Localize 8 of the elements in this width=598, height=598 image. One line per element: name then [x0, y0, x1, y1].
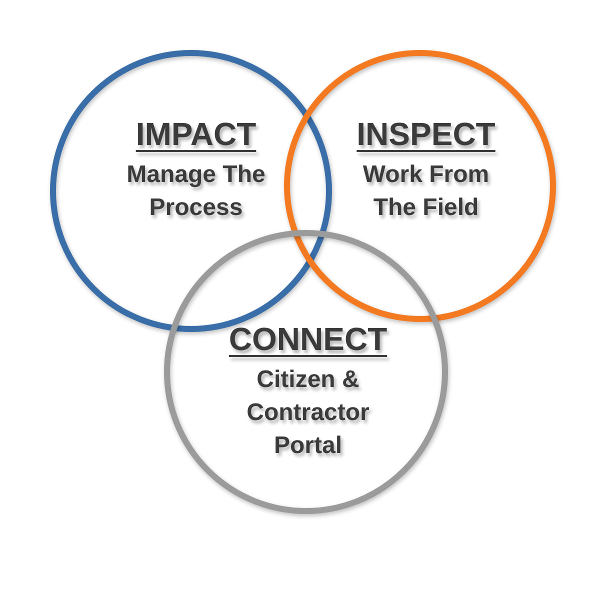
circle-heading: INSPECT — [356, 116, 496, 152]
venn-circle — [164, 230, 448, 514]
venn-circle — [284, 50, 556, 322]
circle-heading: IMPACT — [136, 116, 256, 152]
circle-heading: CONNECT — [228, 321, 388, 357]
circle-text: Manage The Process — [126, 160, 266, 223]
circle-text: Work From The Field — [362, 160, 490, 223]
circle-text: Citizen & Contractor Portal — [246, 365, 370, 461]
